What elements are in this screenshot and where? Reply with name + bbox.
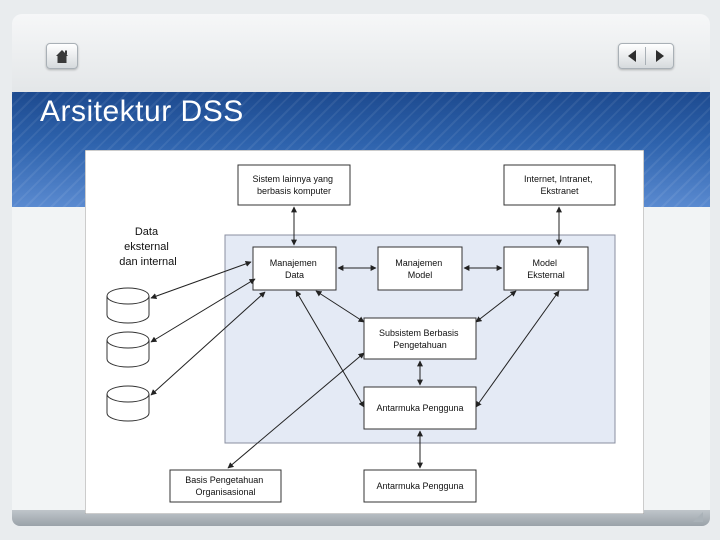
svg-text:Manajemen Model: Manajemen Model (395, 258, 445, 280)
database-icon (106, 385, 150, 422)
database-icon (106, 331, 150, 368)
box-user-interface-outer: Antarmuka Pengguna (363, 469, 477, 503)
box-label: Manajemen (395, 258, 442, 268)
external-data-label-line: Data (135, 226, 159, 238)
external-data-label-line: dan internal (119, 256, 177, 268)
svg-text:Antarmuka Pengguna: Antarmuka Pengguna (376, 481, 463, 491)
box-label: Antarmuka Pengguna (376, 403, 463, 413)
svg-text:Model Eksternal: Model Eksternal (527, 258, 565, 280)
dss-architecture-diagram: Data eksternal dan internal Sistem lainn… (85, 150, 644, 514)
home-icon (56, 50, 68, 63)
arrow-orgkb-knowledge (227, 352, 365, 469)
slide-title: Arsitektur DSS (40, 95, 244, 128)
box-org-knowledge-base: Basis Pengetahuan Organisasional (169, 469, 282, 503)
svg-text:Antarmuka Pengguna: Antarmuka Pengguna (376, 403, 463, 413)
box-label: Model (532, 258, 557, 268)
box-model-management: Manajemen Model (377, 246, 463, 291)
box-label: Sistem lainnya yang (252, 174, 333, 184)
next-arrow-icon[interactable] (646, 44, 672, 68)
box-label: Manajemen (270, 258, 317, 268)
connectors (150, 206, 562, 469)
svg-text:Internet, Intranet, Ek: Internet, Intranet, Ekstranet (524, 174, 595, 196)
page-curl-icon (693, 512, 703, 522)
database-icon (106, 287, 150, 324)
nav-separator (645, 47, 646, 65)
box-label: Antarmuka Pengguna (376, 481, 463, 491)
slide-navigation (618, 43, 674, 69)
box-label: Ekstranet (540, 186, 579, 196)
box-label: Organisasional (195, 487, 255, 497)
box-label: Data (285, 270, 304, 280)
prev-arrow-icon[interactable] (619, 44, 645, 68)
box-label: Basis Pengetahuan (185, 475, 263, 485)
external-data-label-line: eksternal (124, 241, 169, 253)
slide-bottom-bar (12, 510, 710, 526)
box-internet: Internet, Intranet, Ekstranet (503, 164, 616, 206)
box-other-systems: Sistem lainnya yang berbasis komputer (237, 164, 351, 206)
arrow-external-ui (475, 290, 560, 408)
box-label: Subsistem Berbasis (379, 328, 459, 338)
box-external-model: Model Eksternal (503, 246, 589, 291)
box-label: Internet, Intranet, (524, 174, 593, 184)
box-label: Eksternal (527, 270, 565, 280)
box-label: Model (408, 270, 433, 280)
slide-top-bar (12, 14, 710, 94)
box-knowledge-subsystem: Subsistem Berbasis Pengetahuan (363, 317, 477, 360)
svg-text:Subsistem Berbasis Pen: Subsistem Berbasis Pengetahuan (379, 328, 461, 350)
arrow-db3-data (150, 291, 266, 396)
box-label: Pengetahuan (393, 340, 447, 350)
svg-text:Manajemen Data: Manajemen Data (270, 258, 320, 280)
box-data-management: Manajemen Data (252, 246, 337, 291)
box-user-interface-inner: Antarmuka Pengguna (363, 386, 477, 430)
svg-text:Basis Pengetahuan Orga: Basis Pengetahuan Organisasional (185, 475, 266, 497)
home-button[interactable] (46, 43, 78, 69)
svg-text:Sistem lainnya yang be: Sistem lainnya yang berbasis komputer (252, 174, 335, 196)
box-label: berbasis komputer (257, 186, 331, 196)
